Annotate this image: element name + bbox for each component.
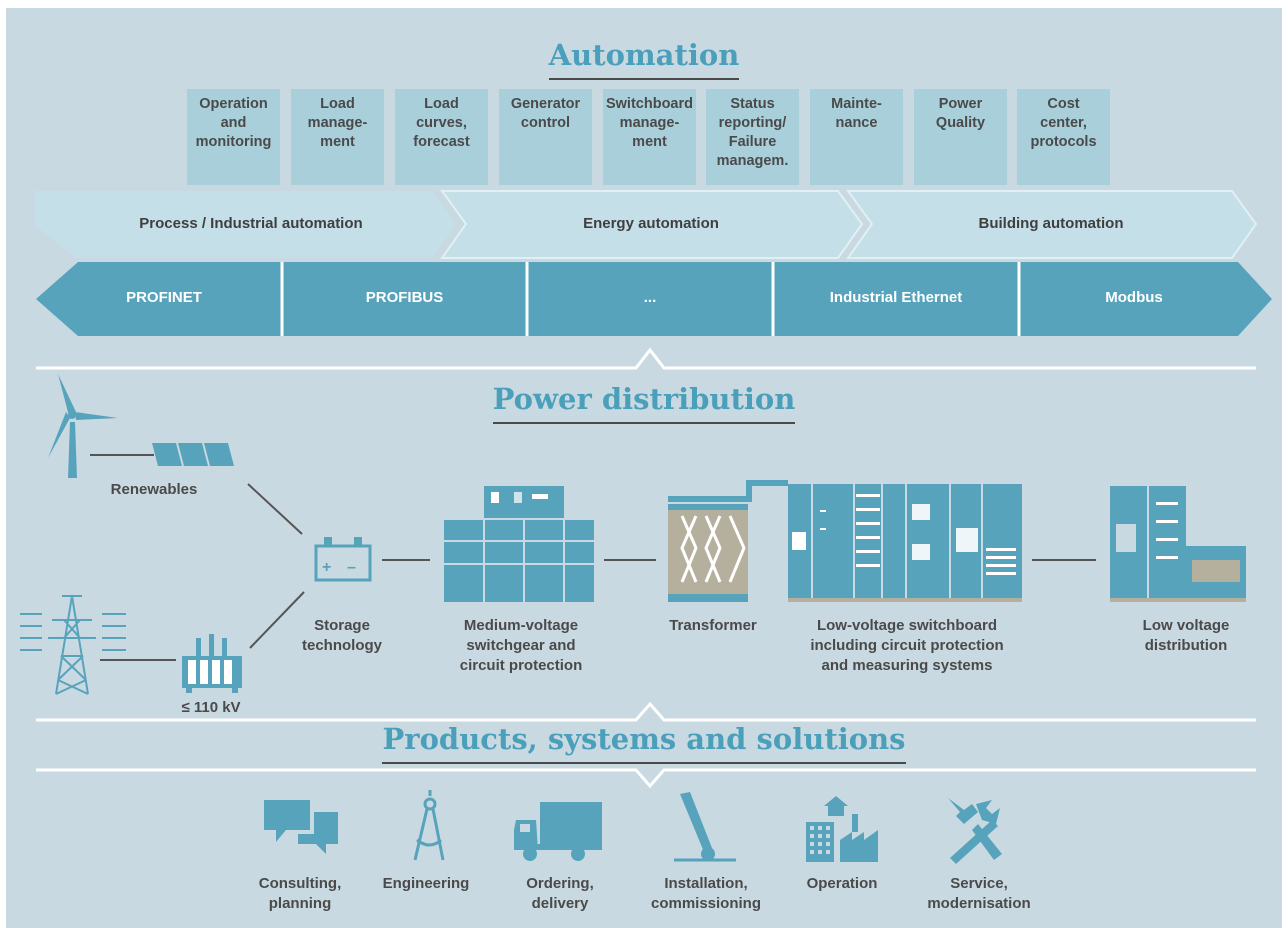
protocol-bus: [36, 262, 1272, 336]
lv-distribution-icon: [1110, 486, 1246, 602]
truck-icon: [514, 802, 602, 861]
separator-1: [36, 347, 1256, 370]
band-label-process: Process / Industrial automation: [139, 215, 363, 232]
solar-panel-icon: [152, 443, 234, 466]
function-box-operation: Operation and monitoring: [187, 89, 280, 185]
product-label-installation: Installation, commissioning: [650, 875, 762, 912]
label-lv-distribution: Low voltage distribution: [1142, 617, 1230, 654]
diagram-canvas: + –: [6, 8, 1282, 928]
mv-switchgear-icon: [444, 486, 594, 602]
function-box-maintenance: Mainte- nance: [810, 89, 903, 185]
band-process: [34, 191, 456, 258]
protocol-other: ...: [643, 289, 657, 306]
pylon-icon: [48, 595, 96, 695]
band-label-energy: Energy automation: [583, 215, 719, 232]
product-label-ordering: Ordering, delivery: [526, 875, 594, 912]
speech-bubbles-icon: [264, 800, 338, 854]
protocol-industrial-ethernet: Industrial Ethernet: [829, 289, 963, 306]
band-building: [846, 190, 1258, 259]
product-label-service: Service, modernisation: [927, 875, 1031, 912]
separator-2: [36, 701, 1256, 722]
power-distribution-title: Power distribution: [6, 380, 1282, 424]
lever-icon: [674, 792, 736, 862]
function-box-load-management: Load manage- ment: [291, 89, 384, 185]
transformer-icon: [668, 480, 788, 602]
protocol-modbus: Modbus: [1105, 289, 1163, 306]
label-renewables: Renewables: [110, 481, 198, 498]
protocol-profinet: PROFINET: [126, 289, 202, 306]
compass-icon: [413, 790, 445, 861]
band-label-building: Building automation: [978, 215, 1124, 232]
label-grid-voltage: ≤ 110 kV: [181, 699, 241, 716]
function-box-generator-control: Generator control: [499, 89, 592, 185]
function-box-switchboard-management: Switchboard manage- ment: [603, 89, 696, 185]
protocol-profibus: PROFIBUS: [365, 289, 444, 306]
battery-icon: + –: [314, 537, 372, 582]
label-mv-switchgear: Medium-voltage switchgear and circuit pr…: [459, 617, 583, 674]
function-box-status-reporting: Status reporting/ Failure managem.: [706, 89, 799, 185]
product-label-engineering: Engineering: [382, 875, 470, 892]
products-title: Products, systems and solutions: [6, 720, 1282, 764]
svg-text:+: +: [322, 559, 331, 576]
function-box-cost-center: Cost center, protocols: [1017, 89, 1110, 185]
product-label-operation: Operation: [806, 875, 878, 892]
separator-3: [36, 768, 1256, 789]
label-lv-switchboard: Low-voltage switchboard including circui…: [810, 617, 1004, 674]
band-energy: [440, 190, 864, 259]
label-transformer: Transformer: [669, 617, 757, 634]
product-label-consulting: Consulting, planning: [258, 875, 342, 912]
automation-title: Automation: [6, 36, 1282, 80]
lv-switchboard-icon: [788, 484, 1022, 602]
tools-icon: [948, 798, 1002, 864]
diagram-graphics: + –: [20, 190, 1272, 864]
function-box-load-curves: Load curves, forecast: [395, 89, 488, 185]
svg-text:–: –: [347, 559, 356, 576]
function-box-power-quality: Power Quality: [914, 89, 1007, 185]
buildings-icon: [806, 796, 878, 862]
label-storage: Storage technology: [301, 617, 382, 654]
wind-turbine-icon: [48, 374, 118, 478]
grid-transformer-icon: [182, 634, 242, 693]
